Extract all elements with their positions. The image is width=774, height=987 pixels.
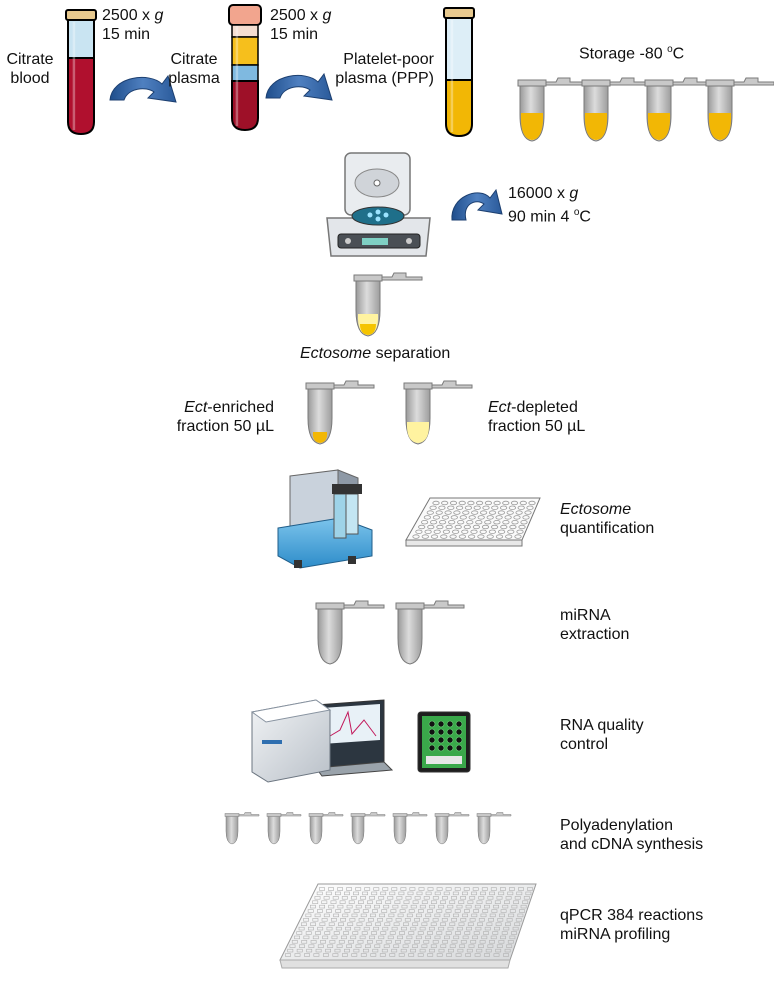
quantification-label: Ectosome quantification [560, 501, 655, 537]
bioanalyzer-icon [250, 699, 394, 783]
ppp-label: Platelet-poor plasma (PPP) [335, 51, 434, 87]
microtube-icon [224, 812, 260, 845]
ppp-tube-icon [443, 7, 475, 138]
spin1-label: 2500 x g 15 min [102, 7, 164, 43]
microtube-icon [395, 600, 465, 665]
storage-label: Storage -80 oC [579, 44, 685, 63]
microtube-icon [434, 812, 470, 845]
polyadenylation-label: Polyadenylation and cDNA synthesis [560, 817, 704, 853]
microtube-icon [315, 600, 385, 665]
separation-label: Ectosome separation [300, 345, 451, 362]
microtube-row [224, 812, 512, 845]
microtube-icon [403, 380, 473, 445]
microtube-icon [392, 812, 428, 845]
plasma-tube-icon [228, 4, 262, 132]
depleted-label: Ect-depleted fraction 50 µL [488, 399, 586, 435]
microtube-icon [308, 812, 344, 845]
qpcr-plate-384-icon [279, 883, 537, 969]
storage-tubes [517, 77, 774, 142]
microtube-icon [350, 812, 386, 845]
nanoparticle-analyzer-icon [277, 469, 373, 569]
spin2-label: 2500 x g 15 min [270, 7, 332, 43]
microtube-icon [305, 380, 375, 445]
microtube-icon [476, 812, 512, 845]
qpcr-label: qPCR 384 reactions miRNA profiling [560, 907, 704, 943]
blood-tube-icon [65, 9, 97, 136]
spin3-label: 16000 x g 90 min 4 oC [508, 185, 591, 226]
curved-arrow-icon [109, 74, 177, 103]
microtube-icon [266, 812, 302, 845]
enriched-label: Ect-enriched fraction 50 µL [176, 399, 274, 435]
rna-chip-icon [417, 711, 471, 773]
citrate-blood-label: Citrate blood [6, 51, 54, 87]
curved-arrow-icon [265, 72, 333, 101]
centrifuge-icon [326, 152, 431, 257]
well-plate-96-icon [405, 497, 541, 547]
rna-quality-label: RNA quality control [560, 717, 644, 753]
mirna-extraction-label: miRNA extraction [560, 607, 630, 643]
microtube-icon [353, 272, 423, 337]
citrate-plasma-label: Citrate plasma [168, 51, 220, 87]
curved-arrow-icon [451, 188, 503, 221]
